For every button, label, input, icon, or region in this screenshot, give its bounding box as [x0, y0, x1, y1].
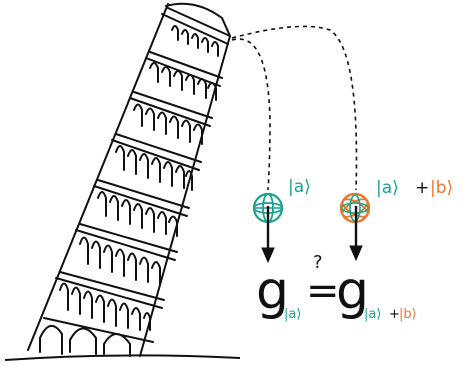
g-right-subscript-plus: +: [389, 307, 400, 322]
g-left-subscript: |a⟩: [284, 307, 301, 322]
plus-sign-right: +: [415, 178, 429, 198]
trajectory-right: [231, 25, 358, 191]
tower-top: [165, 2, 231, 37]
leaning-tower: [27, 2, 231, 357]
g-right: g: [336, 261, 369, 321]
ground-line: [4, 354, 241, 361]
ket-b-right-label: |b⟩: [430, 178, 453, 198]
arches-band-5: [97, 191, 178, 237]
arches-band-3: [133, 103, 203, 145]
trajectories: [231, 25, 358, 191]
question-mark: ?: [313, 252, 323, 273]
g-right-subscript-a: |a⟩: [364, 307, 381, 322]
arches-base: [39, 325, 131, 357]
equals-sign: =: [306, 268, 340, 314]
tower-left-edge: [27, 3, 169, 351]
arches-band-4: [115, 145, 193, 191]
arches-band-2: [149, 62, 217, 101]
g-left: g: [256, 261, 289, 321]
arches-band-6: [79, 236, 161, 285]
arrow-a-plus-b: [349, 206, 363, 262]
ket-a-right-label: |a⟩: [376, 178, 399, 198]
arches-band-7: [59, 282, 151, 331]
g-right-subscript-b: |b⟩: [399, 307, 417, 322]
arrow-a: [261, 206, 275, 264]
arches-band-1: [171, 25, 219, 57]
ket-a-left-label: |a⟩: [288, 177, 311, 197]
trajectory-left: [231, 38, 271, 191]
